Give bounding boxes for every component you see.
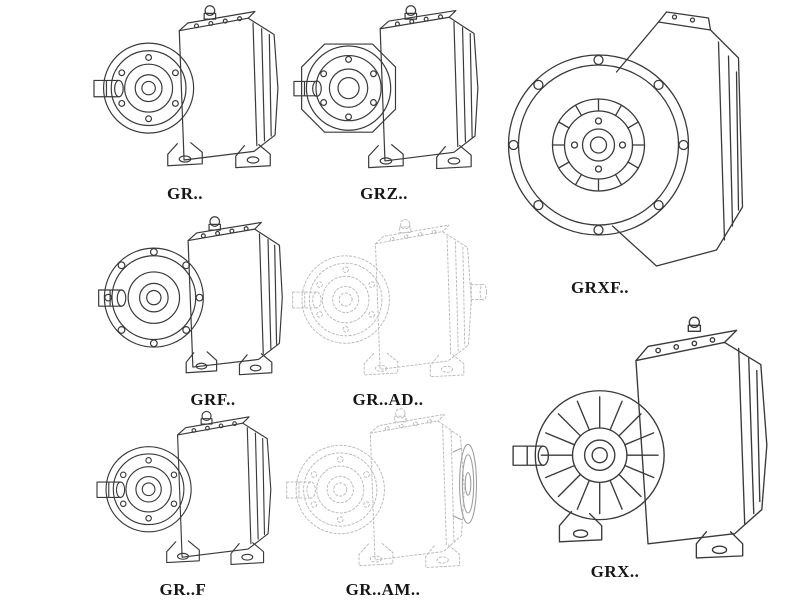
output-shaft [293,80,322,97]
lifting-eye [203,5,217,20]
figure-label-grxf: GRXF.. [570,278,630,297]
figure-label-gr-f: GR..F [159,580,207,599]
figure-grz: GRZ.. [288,0,480,204]
output-shaft [98,289,127,307]
lifting-eye [208,216,222,231]
housing-body [379,9,479,162]
figure-grf: GRF.. [92,212,288,410]
front-cover [105,446,192,533]
housing-body [374,224,472,370]
housing-body [178,10,279,161]
housing-body [611,11,744,267]
lifting-eye [687,316,702,333]
mounting-feet [167,142,271,169]
figure-label-gr: GR.. [167,184,203,203]
front-cover [295,444,385,535]
mounting-feet [368,144,472,170]
gearbox-drawing-grf [98,216,283,376]
lifting-eye [394,408,407,423]
output-shaft [93,79,124,98]
mounting-feet [358,542,461,569]
output-shaft [96,481,126,498]
figure-label-gr-am: GR..AM.. [345,580,421,599]
front-cover [102,42,195,134]
front-cover [301,43,397,133]
figure-grx: GRX.. [497,296,789,582]
figure-label-grf: GRF.. [190,390,236,409]
figure-grxf: GRXF.. [497,2,765,298]
lifting-eye [404,5,418,20]
gearbox-drawing-gr [93,5,279,169]
figure-gr-f: GR..F [84,406,282,600]
ribbed-bearing-housing [534,390,665,521]
mounting-feet [558,510,744,559]
figure-label-grz: GRZ.. [360,184,408,203]
mounting-flange [103,247,204,348]
output-shaft [292,291,322,309]
mounting-feet [166,540,265,565]
housing-body [369,413,465,561]
figure-gr-am: GR..AM.. [282,402,484,600]
lifting-eye [399,219,412,234]
figure-label-gr-ad: GR..AD.. [352,390,424,409]
gearbox-drawing-gr-ad [292,219,488,378]
housing-body [187,221,283,368]
figure-gr: GR.. [86,0,284,204]
mounting-feet [363,352,465,378]
housing-body [635,329,768,545]
gearbox-drawing-gr-am [286,408,478,569]
mounting-feet [185,351,273,376]
motor-adapter-flange [452,443,478,524]
output-shaft [286,481,316,499]
output-shaft [512,445,550,466]
gearbox-drawing-gr-f [96,410,272,565]
figure-gr-ad: GR..AD.. [288,212,488,410]
gearbox-drawing-grx [512,316,768,559]
mounting-flange [507,54,690,236]
front-cover [301,255,390,344]
gearbox-drawing-grz [293,5,479,170]
input-adapter-shaft [470,282,488,306]
gearbox-drawing-grxf [507,11,744,267]
figure-label-grx: GRX.. [590,562,640,581]
front-hub [551,98,646,192]
housing-body [177,416,272,558]
lifting-eye [200,410,213,425]
